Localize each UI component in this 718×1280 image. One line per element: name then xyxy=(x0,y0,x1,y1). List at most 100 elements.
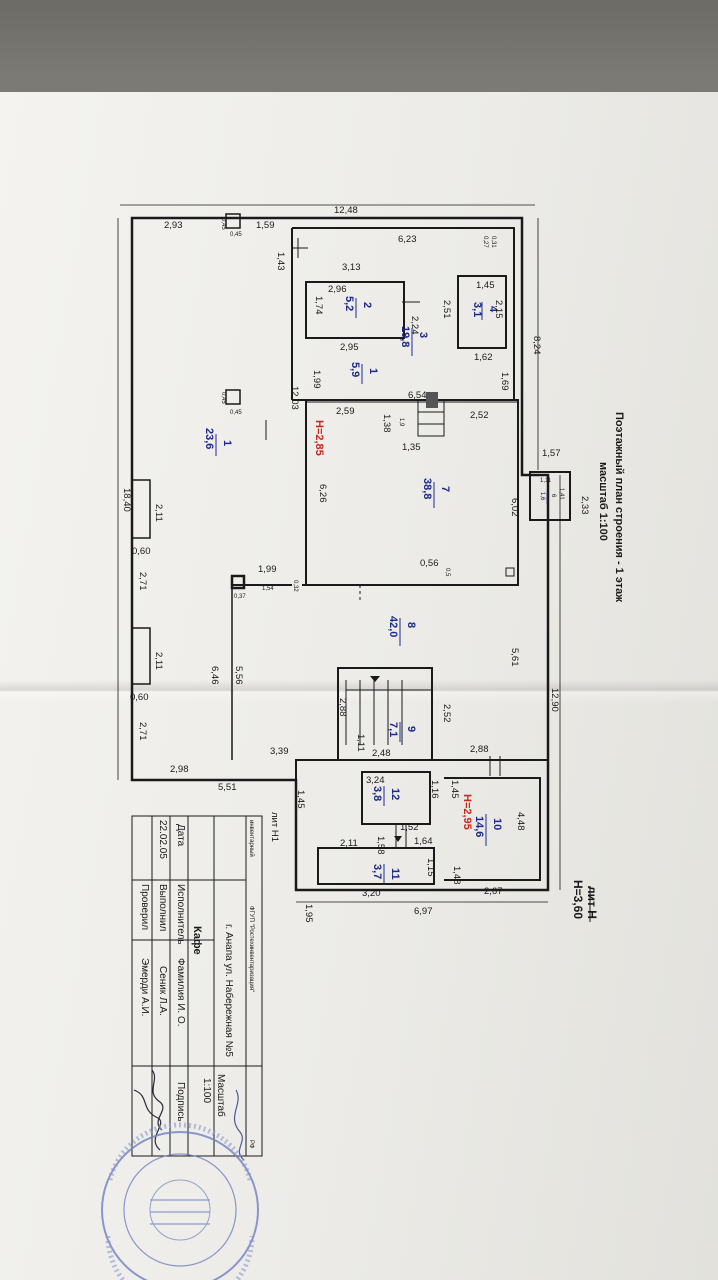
room-1-main: 1 23,6 xyxy=(203,428,233,456)
stair-hatch xyxy=(370,392,438,842)
dim: 4,48 xyxy=(515,812,526,831)
room-area: 3,1 xyxy=(471,302,483,317)
dim: 0,56 xyxy=(420,558,439,569)
stamp-col-date: Дата xyxy=(175,824,186,847)
seal-stamp xyxy=(101,1122,259,1280)
stamp-checked: Проверил xyxy=(139,884,150,930)
dim: 1,38 xyxy=(381,414,392,433)
dim: 2,11 xyxy=(340,838,358,849)
room-number: 10 xyxy=(491,818,503,830)
room-area: 5,2 xyxy=(343,296,355,311)
dim: 2,11 xyxy=(153,504,164,522)
stamp-done: Выполнил xyxy=(157,884,168,932)
room-labels: 1 23,6 2 5,2 3 19,8 1 5,9 4 3,1 7 38,8 xyxy=(203,296,556,884)
room-1-small: 1 5,9 xyxy=(349,362,379,384)
stamp-col-name: Фамилия И. О. xyxy=(175,958,186,1027)
stamp-col-exec: Исполнитель xyxy=(175,884,186,945)
dim: 1,99 xyxy=(258,564,277,575)
dim: 6,26 xyxy=(317,484,328,503)
dim: 5,56 xyxy=(233,666,244,685)
dim: 0,37 xyxy=(234,594,246,600)
height-h2: Н=2,95 xyxy=(461,794,473,830)
dim: 1,64 xyxy=(414,836,433,847)
dim: 0,31 xyxy=(490,236,496,248)
dim: 1,15 xyxy=(425,858,436,877)
dim: 1,41 xyxy=(558,488,564,500)
dim: 1,35 xyxy=(402,442,421,453)
dim: 12,48 xyxy=(334,205,358,216)
dim: 1,62 xyxy=(474,352,493,363)
title-block xyxy=(131,815,263,1157)
dim: 18,40 xyxy=(121,488,132,512)
dim: 2,96 xyxy=(328,284,347,295)
room-number: 1 xyxy=(367,368,379,374)
dim: 1,52 xyxy=(400,822,419,833)
dim: 1,43 xyxy=(275,252,286,271)
room-number: 4 xyxy=(487,306,499,313)
room-area: 19,8 xyxy=(399,326,411,347)
room-12: 12 3,8 xyxy=(371,786,401,806)
room-8: 8 42,0 xyxy=(387,616,417,646)
dim: 2,24 xyxy=(409,316,420,335)
dim: 1,54 xyxy=(262,586,274,592)
dimension-labels: 12,48 2,93 1,59 0,45 0,45 6,23 0,27 0,31… xyxy=(121,205,590,923)
dim: 2,67 xyxy=(484,886,503,897)
dim: 12,90 xyxy=(549,688,560,712)
dim: 0,60 xyxy=(130,692,149,703)
room-area: 1,6 xyxy=(539,492,545,501)
room-area: 14,6 xyxy=(473,816,485,837)
walls xyxy=(117,204,571,903)
stamp-org: ФГУП "Ростехинвентаризация" xyxy=(248,906,254,992)
dim: 0,27 xyxy=(482,236,488,248)
room-number: 9 xyxy=(405,726,417,732)
room-4: 4 3,1 xyxy=(471,302,499,320)
dim: 1,95 xyxy=(303,904,314,923)
room-number: 8 xyxy=(405,622,417,628)
dim: 0,45 xyxy=(220,218,226,230)
stamp-scale-value: 1:100 xyxy=(201,1078,212,1103)
dim: 0,45 xyxy=(230,232,242,238)
dim: 6,02 xyxy=(509,498,520,517)
dim: 1,99 xyxy=(311,370,322,389)
paper-sheet xyxy=(0,92,718,1280)
plan-title: Поэтажный план строения - 1 этаж масштаб… xyxy=(269,412,625,922)
room-3: 3 19,8 xyxy=(399,326,429,356)
dim: 2,71 xyxy=(137,722,148,741)
dim: 1,11 xyxy=(355,734,366,752)
title-line2: масштаб 1:100 xyxy=(597,462,609,541)
dim: 6,54 xyxy=(408,390,427,401)
room-2: 2 5,2 xyxy=(343,296,373,318)
signatures xyxy=(133,1069,245,1161)
dim: 1,74 xyxy=(313,296,324,315)
dim: 2,48 xyxy=(372,748,391,759)
room-area: 7,1 xyxy=(387,722,399,737)
lit-h-height: Н=3,60 xyxy=(571,880,585,919)
dim: 1,16 xyxy=(429,780,440,799)
dim: 6,23 xyxy=(398,234,417,245)
dim: 0,32 xyxy=(292,580,298,592)
room-number: 12 xyxy=(389,788,401,800)
dim: 1,9 xyxy=(398,418,404,427)
room-area: 5,9 xyxy=(349,362,361,377)
room-10: 10 14,6 xyxy=(473,814,503,846)
dim: 2,52 xyxy=(441,704,452,723)
dim: 1,57 xyxy=(542,448,561,459)
dim: 1,58 xyxy=(375,836,386,855)
dim: 3,24 xyxy=(366,775,385,786)
stamp-checked-name: Эмерди А.И. xyxy=(139,958,150,1016)
dim: 1,11 xyxy=(540,478,552,484)
dim: 2,15 xyxy=(493,300,504,319)
dim: 2,98 xyxy=(170,764,189,775)
height-h1: Н=2,85 xyxy=(313,420,325,456)
dim: 1,45 xyxy=(476,280,495,291)
title-line1: Поэтажный план строения - 1 этаж xyxy=(613,412,625,602)
dim: 0,5 xyxy=(444,568,450,577)
dim: 1,45 xyxy=(449,780,460,799)
dim: 2,88 xyxy=(337,698,348,717)
stamp-inv: инвентарный xyxy=(248,820,255,857)
room-number: 6 xyxy=(550,494,556,498)
dim: 1,45 xyxy=(295,790,306,809)
stamp-rf: РФ xyxy=(248,1140,254,1149)
room-number: 7 xyxy=(439,486,451,492)
